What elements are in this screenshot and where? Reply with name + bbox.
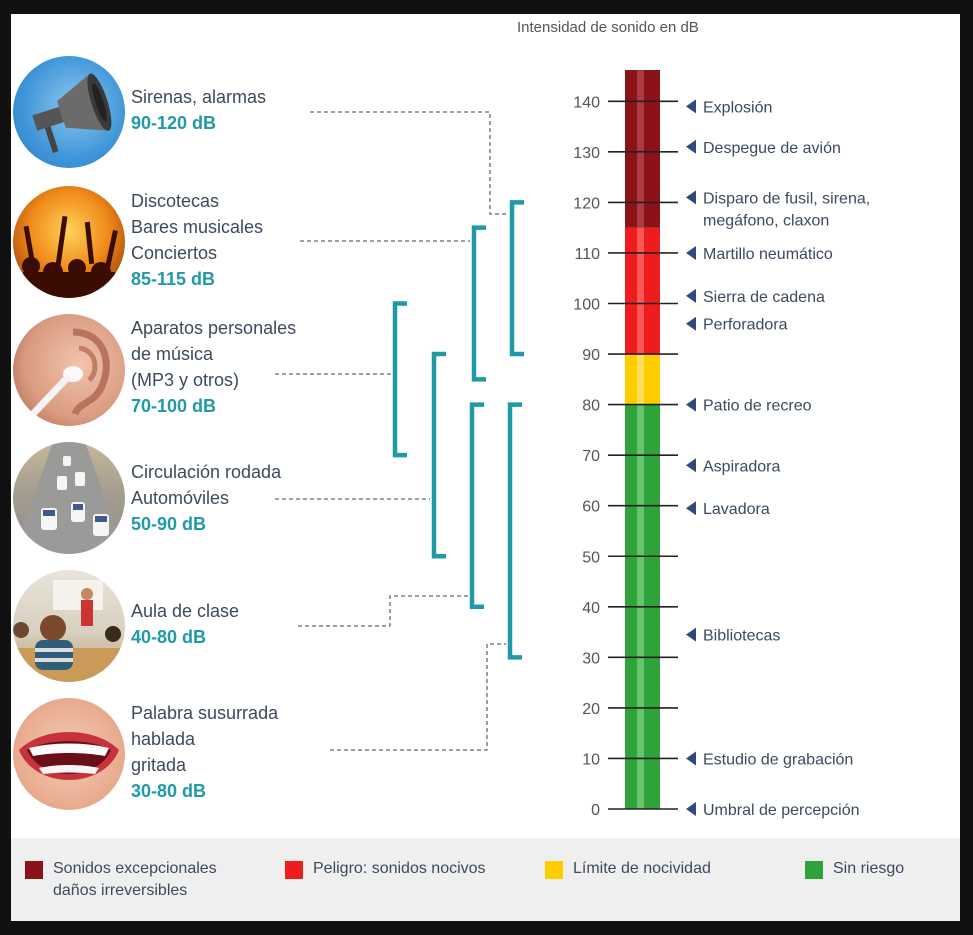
annotation-label: Bibliotecas <box>703 628 780 645</box>
category-range: 90-120 dB <box>131 113 217 133</box>
range-bracket <box>507 402 522 660</box>
tick-label: 80 <box>582 398 600 415</box>
earphone-icon <box>13 314 125 426</box>
traffic-icon <box>13 442 125 554</box>
infographic <box>11 14 960 921</box>
category-classroom-label: Aula de clase 40-80 dB <box>131 598 239 650</box>
category-range: 70-100 dB <box>131 396 217 416</box>
annotation-arrow-icon <box>686 99 696 114</box>
range-bracket <box>509 200 524 357</box>
tick-label: 130 <box>573 145 600 162</box>
range-bracket <box>431 351 446 559</box>
annotation-label: Lavadora <box>703 501 770 518</box>
category-speech-label: Palabra susurrada hablada gritada 30-80 … <box>131 700 278 804</box>
annotation-arrow-icon <box>686 397 696 412</box>
tick-label: 40 <box>582 600 600 617</box>
category-range: 85-115 dB <box>131 269 216 289</box>
tick-label: 110 <box>574 246 600 263</box>
annotation-label: Patio de recreo <box>703 398 812 415</box>
annotation-label: Explosión <box>703 99 772 116</box>
tick-label: 70 <box>582 448 600 465</box>
legend-swatch <box>805 861 823 879</box>
concert-crowd-icon <box>13 186 125 298</box>
annotation-label: Umbral de percepción <box>703 802 860 819</box>
tick-label: 20 <box>582 701 600 718</box>
annotation-arrow-icon <box>686 139 696 154</box>
annotation-label: Aspiradora <box>703 458 780 475</box>
zone-highlight <box>637 70 644 228</box>
legend-swatch <box>545 861 563 879</box>
annotation-label: Despegue de avión <box>703 140 841 157</box>
range-bracket <box>469 402 484 610</box>
category-traffic-label: Circulación rodada Automóviles 50-90 dB <box>131 459 281 537</box>
tick-label: 90 <box>582 347 600 364</box>
annotation-label: Disparo de fusil, sirena, <box>703 190 870 207</box>
classroom-icon <box>13 570 125 682</box>
connector-line <box>310 111 507 215</box>
annotation-label: Estudio de grabación <box>703 751 853 768</box>
annotation-arrow-icon <box>686 802 696 816</box>
annotation-arrow-icon <box>686 751 696 766</box>
category-music-devices-label: Aparatos personales de música (MP3 y otr… <box>131 315 296 419</box>
connector-line <box>330 643 506 751</box>
range-bracket <box>392 301 407 458</box>
tick-label: 10 <box>582 751 600 768</box>
range-bracket <box>471 225 486 382</box>
siren-megaphone-icon <box>13 56 125 168</box>
annotation-arrow-icon <box>686 458 696 473</box>
zone-highlight <box>637 227 644 355</box>
mouth-icon <box>13 698 125 810</box>
legend-bar <box>11 838 960 921</box>
annotation-arrow-icon <box>686 288 696 303</box>
category-range: 50-90 dB <box>131 514 207 534</box>
scale-title: Intensidad de sonido en dB <box>517 19 699 36</box>
tick-label: 120 <box>573 195 600 212</box>
category-range: 40-80 dB <box>131 627 207 647</box>
annotation-arrow-icon <box>686 190 696 205</box>
annotation-label: Sierra de cadena <box>703 289 825 306</box>
legend-swatch <box>285 861 303 879</box>
legend-swatch <box>25 861 43 879</box>
tick-label: 30 <box>582 650 600 667</box>
annotation-arrow-icon <box>686 316 696 331</box>
annotation-label: Martillo neumático <box>703 246 833 263</box>
annotation-arrow-icon <box>686 627 696 642</box>
category-discos-label: Discotecas Bares musicales Conciertos 85… <box>131 188 263 292</box>
tick-label: 100 <box>573 297 600 314</box>
tick-label: 0 <box>591 802 600 819</box>
annotation-arrow-icon <box>686 245 696 260</box>
tick-label: 50 <box>582 549 600 566</box>
connector-line <box>298 595 468 627</box>
tick-label: 60 <box>582 499 600 516</box>
annotation-label: Perforadora <box>703 317 788 334</box>
zone-highlight <box>637 354 644 405</box>
category-sirens-label: Sirenas, alarmas 90-120 dB <box>131 84 266 136</box>
tick-label: 140 <box>573 94 600 111</box>
annotation-label: megáfono, claxon <box>703 212 829 229</box>
annotation-arrow-icon <box>686 501 696 516</box>
category-range: 30-80 dB <box>131 781 207 801</box>
